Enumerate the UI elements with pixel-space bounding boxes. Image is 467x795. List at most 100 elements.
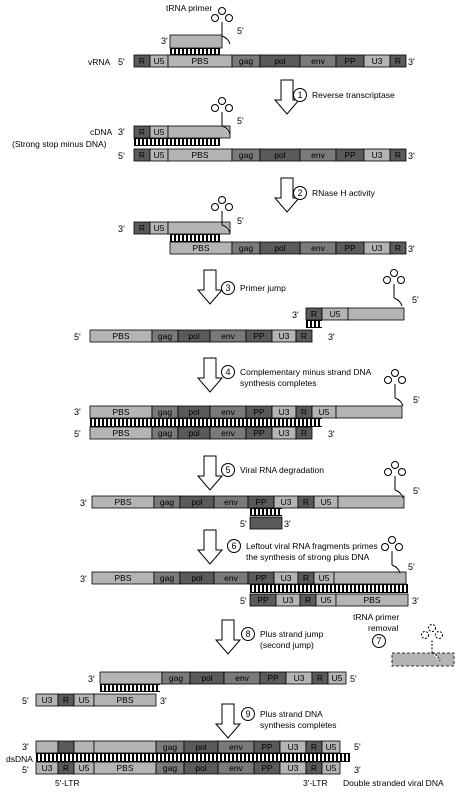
step-5-arrow-icon — [196, 455, 224, 491]
end-label: 3' — [22, 742, 29, 752]
segment-label: pol — [274, 243, 285, 253]
step-text: RNase H activity — [312, 188, 376, 198]
trna-tail — [393, 297, 403, 307]
step-number: 4 — [225, 367, 230, 377]
end-label: 3' — [74, 407, 81, 417]
arrow-shape — [196, 269, 224, 305]
ladder-gap — [144, 139, 146, 145]
ladder-gap — [108, 419, 110, 426]
ladder-gap — [102, 754, 104, 761]
trna-tail — [394, 397, 404, 407]
ladder-gap — [200, 49, 202, 54]
ladder-gap — [134, 685, 136, 691]
ladder-gap — [290, 754, 292, 761]
ladder-gap — [142, 754, 144, 761]
segment-pbs — [93, 693, 157, 707]
segment-label: env — [221, 407, 235, 417]
ladder-gap — [140, 419, 142, 426]
ladder-gap — [142, 685, 144, 691]
ladder-gap — [280, 419, 282, 426]
segment-label: PP — [344, 150, 356, 160]
ladder-gap — [276, 509, 278, 515]
ladder-gap — [176, 49, 178, 54]
ladder-gap — [216, 419, 218, 426]
segment-label: R — [63, 695, 69, 705]
ladder-gap — [364, 585, 366, 592]
ladder-gap — [196, 235, 198, 241]
ladder-gap — [232, 419, 234, 426]
ladder-gap — [212, 49, 214, 54]
trna-primer-icon — [211, 7, 233, 45]
ladder-gap — [344, 585, 346, 592]
ladder-gap — [264, 419, 266, 426]
segment-u5 — [321, 761, 341, 775]
ladder-gap — [110, 685, 112, 691]
trna-loop — [390, 269, 398, 277]
step-1-arrow-icon — [273, 79, 301, 115]
trna-loop — [225, 104, 233, 112]
segment-label: gag — [239, 243, 253, 253]
end-label: 5' — [413, 395, 420, 405]
trna-loop — [421, 631, 429, 639]
ladder-gap — [148, 419, 150, 426]
segment-label: U3 — [288, 742, 299, 752]
segment-label: PP — [261, 763, 273, 773]
ladder-gap — [180, 49, 182, 54]
segment-r — [389, 148, 407, 162]
ladder-gap — [216, 49, 218, 54]
trna-loop — [397, 276, 405, 284]
ladder-gap — [188, 139, 190, 145]
ladder-gap — [204, 49, 206, 54]
step-3-arrow-icon — [196, 269, 224, 305]
trna-loop — [211, 14, 219, 22]
end-label: 3' — [80, 498, 87, 508]
ladder-gap — [188, 419, 190, 426]
ladder-gap — [338, 754, 340, 761]
segment-blank — [57, 740, 75, 754]
segment-blank — [167, 221, 231, 235]
segment-label: PP — [255, 497, 267, 507]
segment-label: env — [229, 742, 243, 752]
segment-label: R — [305, 595, 311, 605]
ladder-gap — [316, 321, 318, 327]
segment-label: U5 — [326, 742, 337, 752]
segment-r — [295, 329, 313, 343]
step-text: synthesis completes — [240, 378, 317, 388]
segment-label: PP — [255, 573, 267, 583]
ladder-gap — [104, 419, 106, 426]
ppt-ladder — [250, 508, 282, 516]
segment-label: pol — [274, 56, 285, 66]
trna-tail — [391, 564, 401, 574]
ladder-gap — [126, 754, 128, 761]
segment-label: env — [311, 150, 325, 160]
ladder-gap — [212, 139, 214, 145]
segment-label: R — [317, 673, 323, 683]
segment-label: gag — [169, 673, 183, 683]
ladder-gap — [200, 139, 202, 145]
segment-label: PBS — [114, 573, 131, 583]
ladder-gap — [118, 754, 120, 761]
ladder-gap — [110, 754, 112, 761]
segment-label: U5 — [154, 56, 165, 66]
end-label: 5' — [74, 429, 81, 439]
segment-label: gag — [160, 497, 174, 507]
ladder-gap — [238, 754, 240, 761]
ladder-gap — [200, 419, 202, 426]
ladder-gap — [400, 585, 402, 592]
ladder-gap — [210, 754, 212, 761]
ladder-gap — [172, 235, 174, 241]
ladder-gap — [196, 139, 198, 145]
trna-primer-icon — [211, 196, 233, 234]
ladder-gap — [280, 585, 282, 592]
trna-primer-icon — [381, 536, 403, 574]
ladder-gap — [118, 685, 120, 691]
ladder-gap — [318, 754, 320, 761]
segment-label: env — [221, 428, 235, 438]
trna-removal-label: removal — [368, 623, 398, 633]
trna-primer-icon — [384, 369, 406, 407]
ladder-gap — [114, 754, 116, 761]
